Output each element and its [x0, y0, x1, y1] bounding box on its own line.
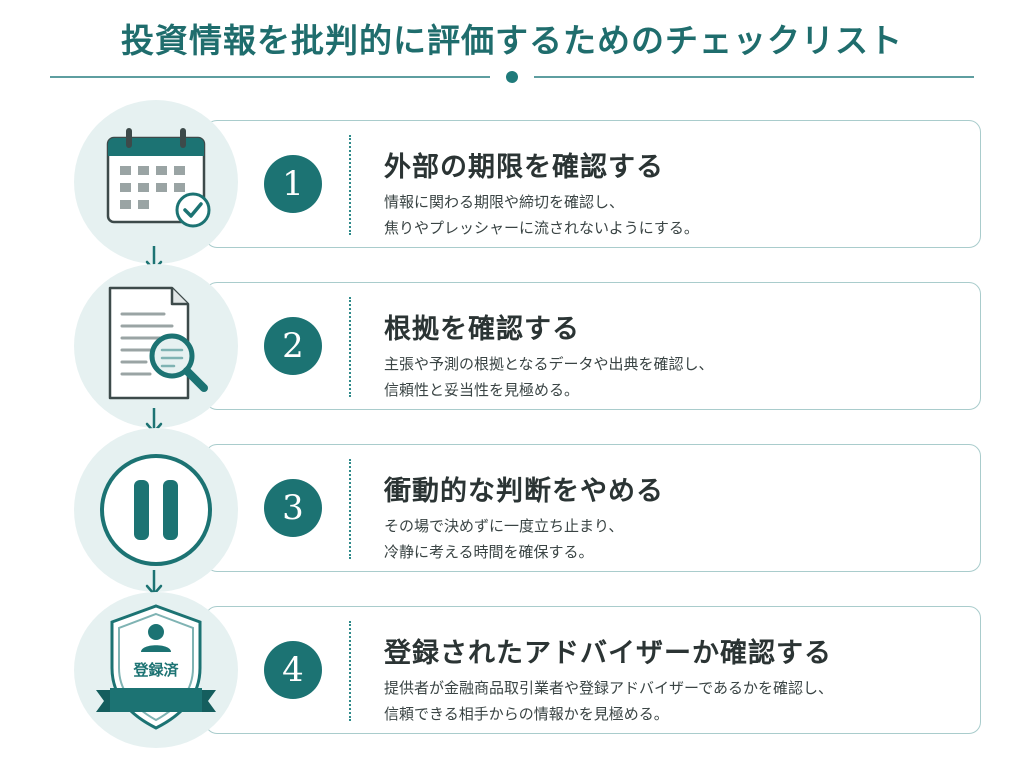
card-divider — [349, 621, 351, 721]
step-title: 外部の期限を確認する — [384, 152, 664, 183]
step-description-line: 情報に関わる期限や締切を確認し、 — [384, 193, 625, 211]
step-description-line: 提供者が金融商品取引業者や登録アドバイザーであるかを確認し、 — [384, 679, 833, 697]
step-description: 情報に関わる期限や締切を確認し、 焦りやプレッシャーに流されないようにする。 — [384, 189, 699, 241]
calendar-check-icon — [106, 128, 211, 228]
step-card-1: 1 外部の期限を確認する 情報に関わる期限や締切を確認し、 焦りやプレッシャーに… — [205, 120, 981, 248]
step-description-line: 主張や予測の根拠となるデータや出典を確認し、 — [384, 355, 714, 373]
registered-badge-label: 登録済 — [133, 661, 179, 679]
step-title: 根拠を確認する — [384, 314, 580, 345]
pause-icon — [100, 454, 212, 566]
icon-circle-1 — [74, 100, 238, 264]
icon-circle-4: 登録済 — [74, 592, 238, 748]
step-description: 主張や予測の根拠となるデータや出典を確認し、 信頼性と妥当性を見極める。 — [384, 351, 714, 403]
step-card-2: 2 根拠を確認する 主張や予測の根拠となるデータや出典を確認し、 信頼性と妥当性… — [205, 282, 981, 410]
step-number-badge: 4 — [264, 641, 322, 699]
icon-circle-3 — [74, 428, 238, 592]
step-number-badge: 1 — [264, 155, 322, 213]
card-divider — [349, 459, 351, 559]
title-rule-right — [534, 76, 974, 78]
step-description-line: その場で決めずに一度立ち止まり、 — [384, 517, 624, 535]
card-divider — [349, 135, 351, 235]
step-number-badge: 2 — [264, 317, 322, 375]
step-card-4: 4 登録されたアドバイザーか確認する 提供者が金融商品取引業者や登録アドバイザー… — [205, 606, 981, 734]
page-title: 投資情報を批判的に評価するためのチェックリスト — [121, 21, 903, 60]
step-description-line: 焦りやプレッシャーに流されないようにする。 — [384, 219, 699, 237]
step-description-line: 信頼性と妥当性を見極める。 — [384, 381, 580, 399]
title-rule-dot — [506, 71, 518, 83]
step-description-line: 冷静に考える時間を確保する。 — [384, 543, 594, 561]
step-card-3: 3 衝動的な判断をやめる その場で決めずに一度立ち止まり、 冷静に考える時間を確… — [205, 444, 981, 572]
step-description: その場で決めずに一度立ち止まり、 冷静に考える時間を確保する。 — [384, 513, 623, 565]
step-number-badge: 3 — [264, 479, 322, 537]
step-title: 衝動的な判断をやめる — [384, 476, 664, 507]
title-rule-left — [50, 76, 490, 78]
step-title: 登録されたアドバイザーか確認する — [384, 638, 832, 669]
card-divider — [349, 297, 351, 397]
document-magnifier-icon — [108, 286, 208, 400]
step-description: 提供者が金融商品取引業者や登録アドバイザーであるかを確認し、 信頼できる相手から… — [384, 675, 833, 727]
icon-circle-2 — [74, 264, 238, 428]
step-description-line: 信頼できる相手からの情報かを見極める。 — [384, 705, 669, 723]
registered-shield-icon — [96, 604, 216, 730]
